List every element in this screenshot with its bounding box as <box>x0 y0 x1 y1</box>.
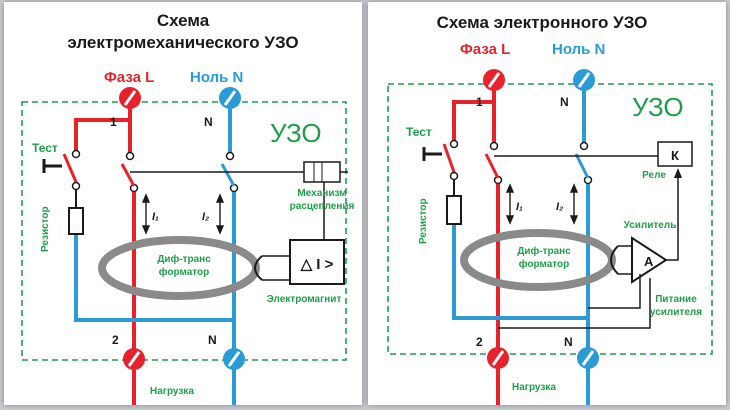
right-terminal-in-phase <box>483 69 505 91</box>
left-current-i2-arrow <box>215 193 225 235</box>
right-terminal-in-neutral <box>573 69 595 91</box>
right-amplifier-label: Усилитель <box>624 220 677 231</box>
right-load-label: Нагрузка <box>512 382 556 393</box>
left-load-label: Нагрузка <box>150 386 194 397</box>
left-mechanism-label-2: расцепления <box>290 201 355 212</box>
electromechanical-rcd-diagram: Схема электромеханического УЗО Фаза L Но… <box>21 11 355 405</box>
right-current-i1-arrow <box>505 183 515 225</box>
left-electromagnet-symbol: △ I > <box>300 256 334 273</box>
left-test-contact-bottom <box>71 181 81 191</box>
right-test-button[interactable] <box>422 147 442 161</box>
left-neutral-wire <box>74 90 236 405</box>
electronic-rcd-diagram: Схема электронного УЗО Фаза L Ноль N УЗО <box>387 13 713 405</box>
electronic-rcd-panel: Схема электронного УЗО Фаза L Ноль N УЗО <box>368 2 726 405</box>
right-relay-symbol: К <box>671 148 679 163</box>
right-device-label: УЗО <box>632 92 684 122</box>
left-current-i2-label: I₂ <box>202 211 209 223</box>
right-terminal-out-neutral <box>577 347 599 369</box>
left-device-label: УЗО <box>270 118 322 148</box>
left-title-line2: электромеханического УЗО <box>67 33 298 52</box>
right-current-i2-arrow <box>569 183 579 225</box>
right-terminal-in-phase-number: 1 <box>476 95 483 109</box>
right-power-label-2: усилителя <box>650 307 702 318</box>
left-electromagnet <box>289 239 345 285</box>
left-terminal-out-phase <box>123 348 145 370</box>
left-test-contact <box>62 153 78 183</box>
left-test-label: Тест <box>32 141 58 155</box>
right-neutral-wire <box>452 78 590 405</box>
right-amplifier-to-relay <box>666 176 679 261</box>
left-title-line1: Схема <box>157 11 210 30</box>
right-amplifier-symbol: A <box>644 254 654 269</box>
right-test-contact <box>442 143 456 173</box>
right-terminal-out-phase <box>487 347 509 369</box>
left-terminal-in-neutral <box>219 87 241 109</box>
left-test-contact-top <box>71 149 81 159</box>
right-phase-label: Фаза L <box>460 41 510 58</box>
left-terminal-in-neutral-letter: N <box>204 115 213 129</box>
left-main-contacts <box>120 151 239 193</box>
right-terminal-out-phase-number: 2 <box>476 335 483 349</box>
left-resistor <box>68 207 84 235</box>
right-rcd-housing <box>387 83 713 355</box>
left-current-i1-label: I₁ <box>152 211 159 223</box>
left-transformer-label-2: форматор <box>159 266 210 278</box>
right-resistor-label: Резистор <box>418 198 429 244</box>
left-phase-label: Фаза L <box>104 69 154 86</box>
right-neutral-label: Ноль N <box>552 41 605 58</box>
electromechanical-rcd-panel: Схема электромеханического УЗО Фаза L Но… <box>4 2 362 405</box>
left-neutral-label: Ноль N <box>190 69 243 86</box>
left-transformer-label-1: Диф-транс <box>157 253 211 265</box>
left-terminal-in-phase <box>119 87 141 109</box>
right-terminal-out-neutral-letter: N <box>564 335 573 349</box>
left-terminal-out-neutral-letter: N <box>208 333 217 347</box>
left-resistor-label: Резистор <box>40 206 51 252</box>
right-amplifier <box>631 236 668 284</box>
left-rcd-housing <box>21 101 347 361</box>
right-test-contact-bottom <box>449 171 459 181</box>
right-transformer-winding <box>610 245 619 275</box>
right-transformer-label-1: Диф-транс <box>517 245 571 257</box>
right-relay-label: Реле <box>642 170 666 181</box>
right-terminal-in-neutral-letter: N <box>560 95 569 109</box>
right-title: Схема электронного УЗО <box>437 13 648 32</box>
left-terminal-in-phase-number: 1 <box>110 115 117 129</box>
left-electromagnet-label: Электромагнит <box>267 294 342 305</box>
left-mechanism-label-1: Механизм <box>297 188 346 199</box>
left-current-i1-arrow <box>141 193 151 235</box>
left-terminal-out-neutral <box>223 348 245 370</box>
right-current-i2-label: I₂ <box>556 201 563 213</box>
right-power-label-1: Питание <box>655 294 697 305</box>
right-transformer-label-2: форматор <box>519 258 570 270</box>
right-main-contacts <box>484 141 593 185</box>
right-test-label: Тест <box>406 125 432 139</box>
right-resistor <box>446 195 462 225</box>
right-amplifier-power-wire-2 <box>588 274 641 309</box>
left-test-button[interactable] <box>42 159 62 173</box>
right-relay <box>657 141 693 167</box>
right-test-contact-top <box>449 139 459 149</box>
left-terminal-out-phase-number: 2 <box>112 333 119 347</box>
left-transformer-winding <box>254 255 263 281</box>
right-amplifier-power-wire-1 <box>498 278 651 329</box>
right-current-i1-label: I₁ <box>516 201 523 213</box>
